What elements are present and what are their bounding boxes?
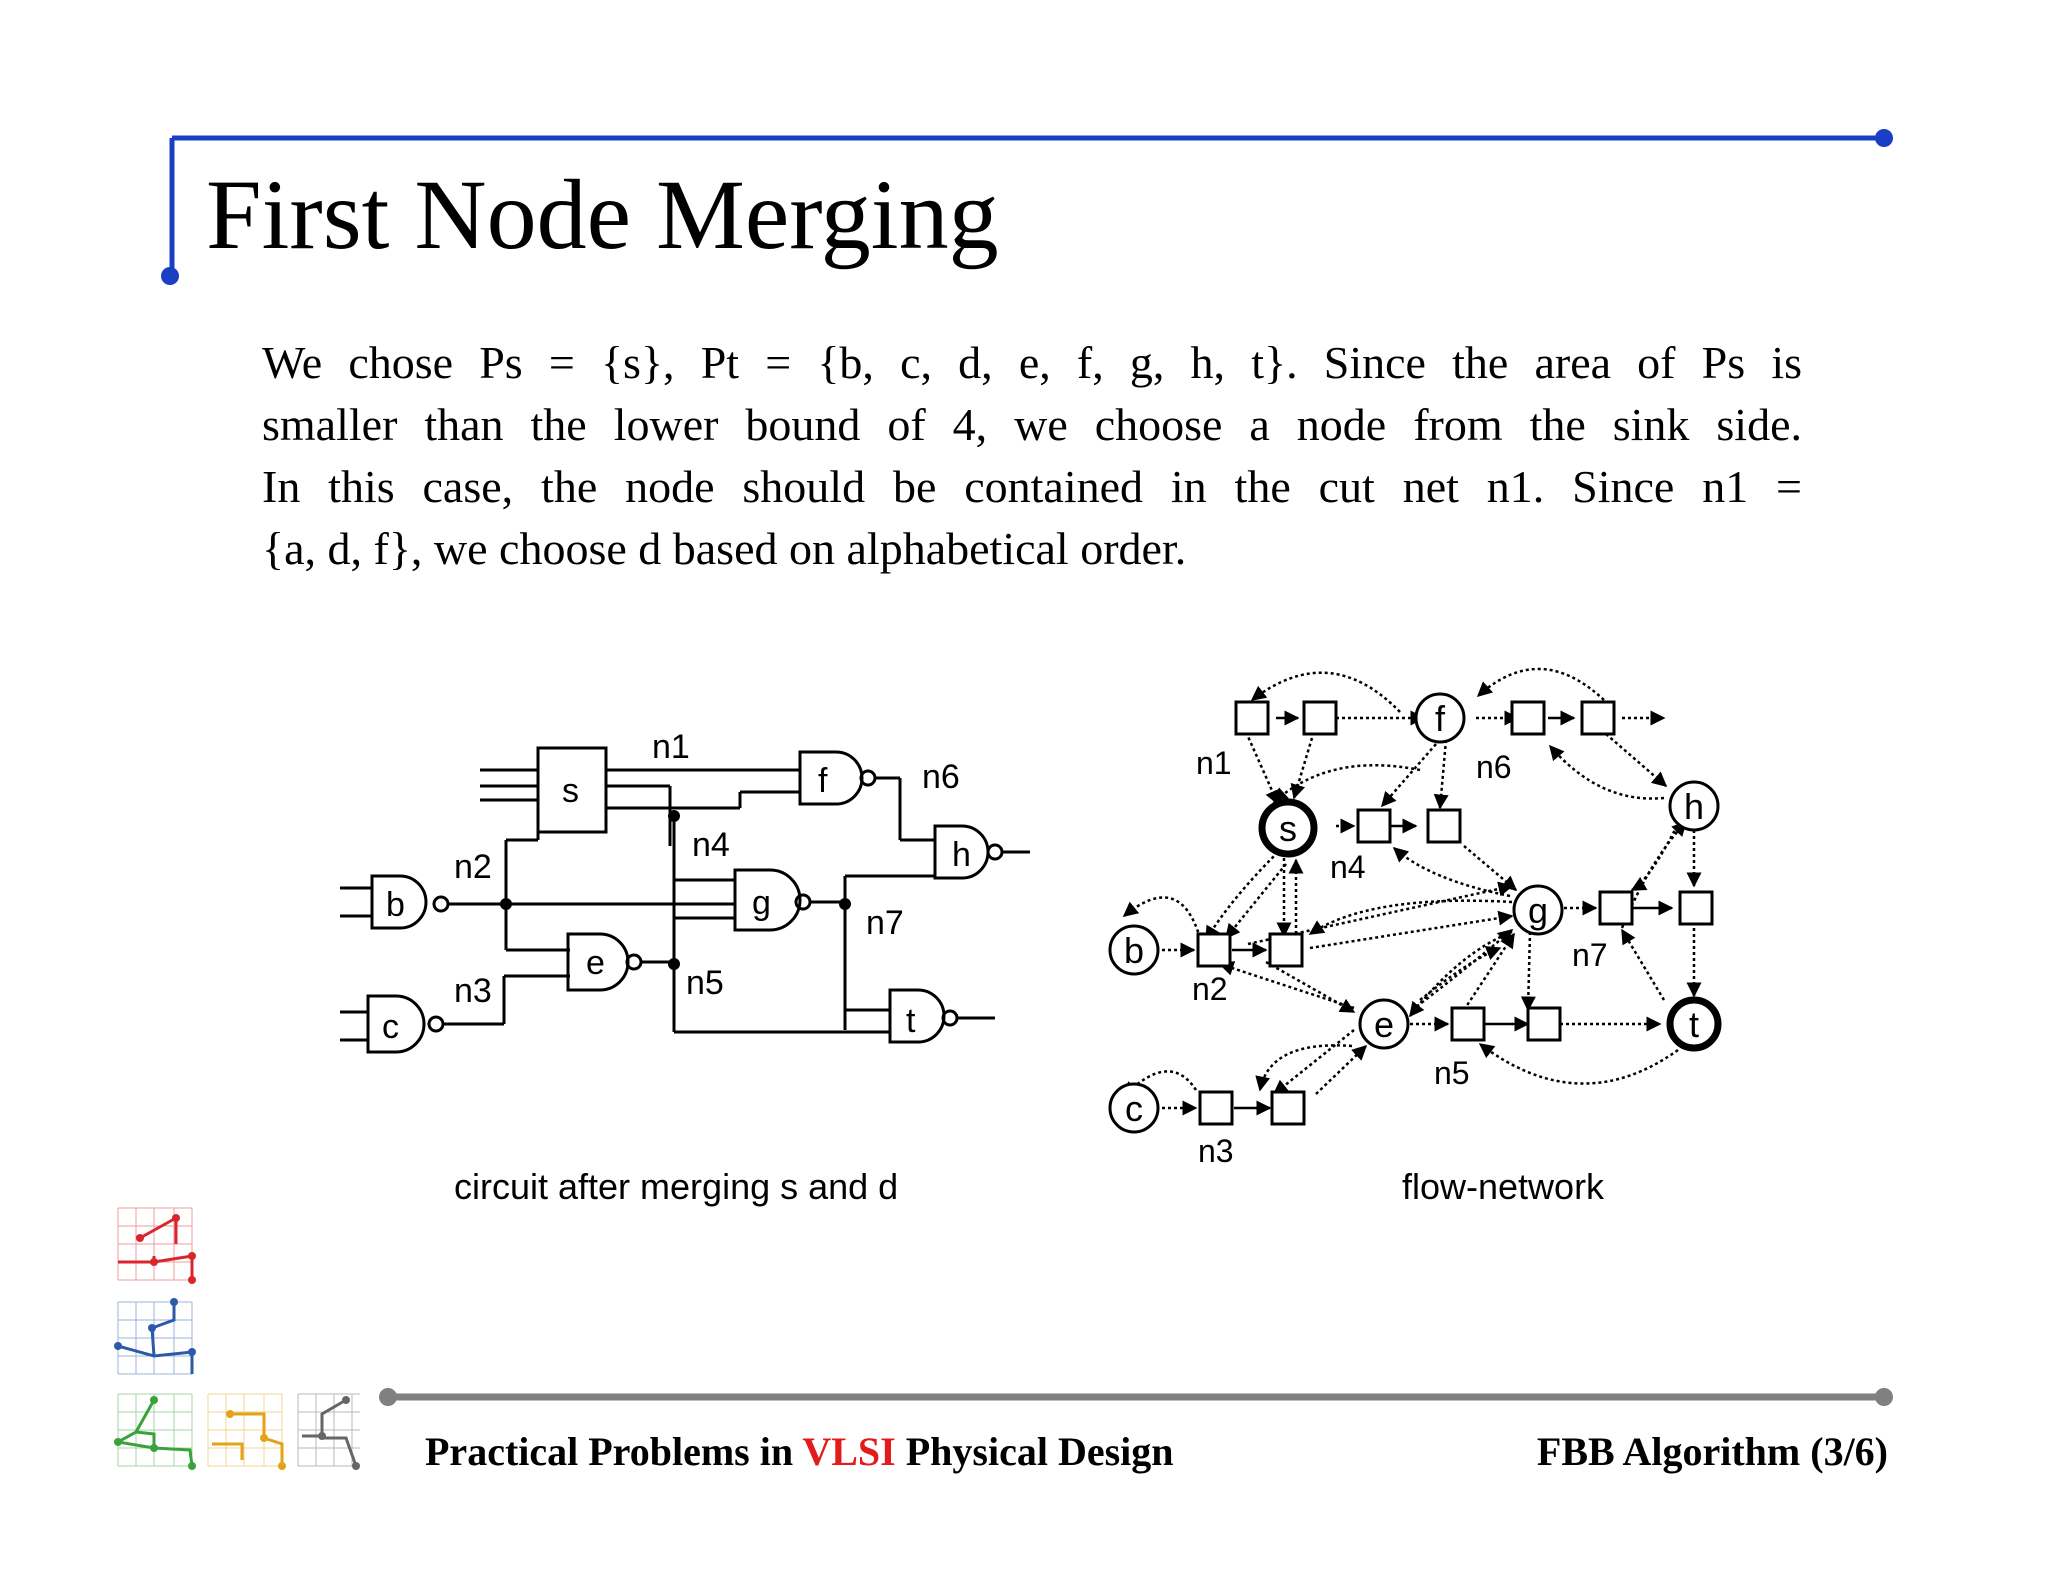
gate-label-f: f bbox=[818, 762, 828, 800]
flow-node-c bbox=[1108, 1082, 1160, 1134]
flow-net-n7: n7 bbox=[1572, 937, 1608, 973]
flow-node-f bbox=[1414, 692, 1466, 744]
flow-net-n1: n1 bbox=[1196, 745, 1232, 781]
gate-g bbox=[733, 868, 802, 932]
gate-label-s: s bbox=[562, 772, 579, 810]
body-paragraph: We chose Ps = {s}, Pt = {b, c, d, e, f, … bbox=[262, 332, 1802, 580]
flow-network-caption: flow-network bbox=[1402, 1166, 1605, 1207]
flow-node-h bbox=[1668, 780, 1720, 832]
net-label-n5: n5 bbox=[686, 964, 724, 1002]
net-label-n4: n4 bbox=[692, 826, 730, 864]
flow-node-s bbox=[1258, 798, 1318, 858]
body-line-2: smaller than the lower bound of 4, we ch… bbox=[262, 399, 1802, 450]
flow-label-f: f bbox=[1435, 698, 1446, 739]
gate-label-t: t bbox=[906, 1002, 916, 1040]
body-line-1: We chose Ps = {s}, Pt = {b, c, d, e, f, … bbox=[262, 337, 1802, 388]
footer-suffix: Physical Design bbox=[895, 1429, 1174, 1474]
gate-label-b: b bbox=[386, 886, 405, 924]
flow-node-b bbox=[1108, 924, 1160, 976]
gate-label-h: h bbox=[952, 836, 971, 874]
frame-dot-left bbox=[161, 267, 179, 285]
footer-section-title: FBB Algorithm (3/6) bbox=[1536, 1429, 1888, 1474]
footer-highlight: VLSI bbox=[802, 1429, 896, 1474]
flow-node-t bbox=[1666, 996, 1722, 1052]
frame-dot-top-right bbox=[1875, 129, 1893, 147]
flow-label-h: h bbox=[1684, 786, 1704, 827]
gate-s bbox=[536, 746, 608, 834]
footer-course-title: Practical Problems in VLSI Physical Desi… bbox=[425, 1428, 1174, 1475]
net-label-n6: n6 bbox=[922, 758, 960, 796]
net-label-n7: n7 bbox=[866, 904, 904, 942]
flow-net-n4: n4 bbox=[1330, 849, 1366, 885]
body-line-3: In this case, the node should be contain… bbox=[262, 461, 1802, 512]
slide-title: First Node Merging bbox=[206, 159, 999, 270]
flow-label-g: g bbox=[1528, 890, 1548, 931]
flow-label-c: c bbox=[1125, 1088, 1143, 1129]
net-label-n3: n3 bbox=[454, 972, 492, 1010]
footer-prefix: Practical Problems in bbox=[425, 1429, 803, 1474]
gate-label-e: e bbox=[586, 944, 605, 982]
flow-label-t: t bbox=[1689, 1004, 1699, 1045]
gate-c bbox=[366, 994, 426, 1054]
flow-net-n3: n3 bbox=[1198, 1133, 1234, 1169]
gate-label-c: c bbox=[382, 1008, 399, 1046]
flow-net-n2: n2 bbox=[1192, 971, 1228, 1007]
flow-label-s: s bbox=[1279, 808, 1297, 849]
net-label-n1: n1 bbox=[652, 728, 690, 766]
flow-node-g bbox=[1512, 884, 1564, 936]
flow-label-b: b bbox=[1124, 930, 1144, 971]
flow-net-n5: n5 bbox=[1434, 1055, 1470, 1091]
flow-net-n6: n6 bbox=[1476, 749, 1512, 785]
gate-b bbox=[370, 874, 428, 930]
circuit-caption: circuit after merging s and d bbox=[454, 1166, 899, 1207]
flow-node-e bbox=[1358, 998, 1410, 1050]
flow-label-e: e bbox=[1374, 1004, 1394, 1045]
gate-label-g: g bbox=[752, 884, 771, 922]
body-line-4: {a, d, f}, we choose d based on alphabet… bbox=[262, 523, 1187, 574]
course-logo-icon bbox=[113, 1207, 360, 1470]
net-label-n2: n2 bbox=[454, 848, 492, 886]
